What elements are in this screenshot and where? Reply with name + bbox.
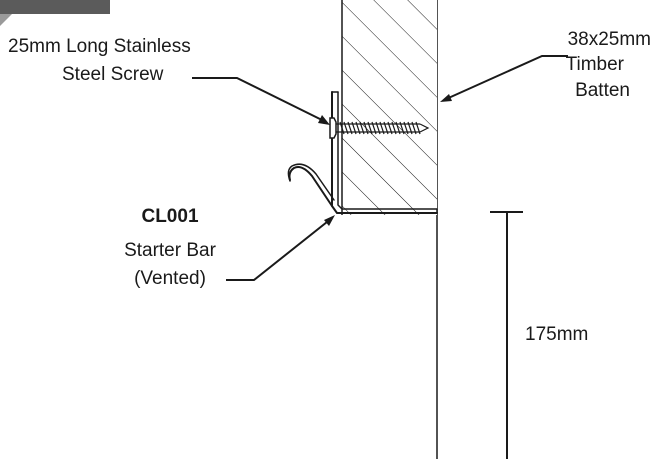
dimension-label: 175mm [525, 324, 588, 345]
timber-batten [341, 0, 437, 215]
product-code: CL001 [141, 206, 198, 227]
screw-label-line2: Steel Screw [62, 64, 164, 85]
screw-leader [192, 77, 330, 125]
steel-screw [329, 117, 430, 139]
batten-label-line2: Timber [566, 54, 625, 75]
starter-bar-vented-label: (Vented) [134, 268, 206, 289]
starter-bar-leader [226, 215, 335, 281]
batten-leader [440, 55, 568, 102]
corner-tab [0, 0, 110, 26]
batten-label-line3: Batten [575, 80, 630, 101]
batten-label-line1: 38x25mm [568, 29, 651, 50]
starter-bar [287, 91, 438, 214]
screw-label-line1: 25mm Long Stainless [8, 36, 191, 57]
dimension-line [490, 211, 523, 459]
starter-bar-label: Starter Bar [124, 240, 217, 261]
